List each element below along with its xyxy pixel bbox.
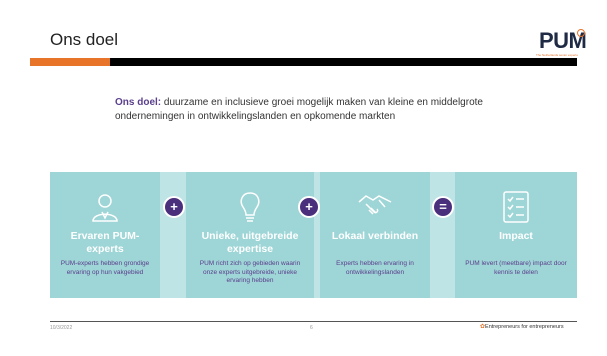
card-desc: Experts hebben ervaring in ontwikkelings… — [336, 260, 414, 276]
card-title: Unieke, uitgebreide expertise — [201, 230, 299, 255]
checklist-icon — [503, 191, 529, 223]
footer-tagline-text: Entrepreneurs for entrepreneurs — [485, 324, 564, 330]
logo-tagline: The Netherlands senior experts — [536, 53, 578, 57]
footer-tagline: ✿Entrepreneurs for entrepreneurs — [480, 323, 564, 330]
goal-text: duurzame en inclusieve groei mogelijk ma… — [115, 97, 483, 122]
goal-statement: Ons doel: duurzame en inclusieve groei m… — [115, 96, 535, 124]
goal-label: Ons doel: — [115, 97, 162, 108]
card-impact: Impact PUM levert (meetbare) impact door… — [455, 172, 577, 298]
card-title: Impact — [499, 230, 533, 242]
card-desc: PUM-experts hebben grondige ervaring op … — [60, 260, 150, 276]
person-icon — [92, 194, 118, 222]
lightbulb-icon — [240, 192, 260, 222]
equals-operator-icon: = — [432, 196, 454, 218]
card-title: Ervaren PUM-experts — [70, 230, 140, 255]
flower-icon: ✿ — [480, 324, 486, 330]
logo-flower-icon — [577, 29, 585, 37]
card-title: Lokaal verbinden — [331, 230, 419, 242]
footer-divider — [50, 321, 577, 322]
title-divider-bar — [110, 58, 577, 66]
card-expertise: Unieke, uitgebreide expertise PUM richt … — [186, 172, 314, 298]
handshake-icon — [358, 195, 392, 215]
card-experts: Ervaren PUM-experts PUM-experts hebben g… — [50, 172, 160, 298]
slide-title: Ons doel — [50, 30, 119, 49]
card-desc: PUM richt zich op gebieden waarin onze e… — [199, 260, 301, 284]
page-number: 6 — [310, 325, 313, 331]
plus-operator-icon: + — [298, 196, 320, 218]
card-local: Lokaal verbinden Experts hebben ervaring… — [320, 172, 430, 298]
footer-date: 10/3/2022 — [50, 325, 73, 331]
title-accent-bar — [30, 58, 110, 66]
plus-operator-icon: + — [163, 196, 185, 218]
card-desc: PUM levert (meetbare) impact door kennis… — [465, 260, 567, 276]
